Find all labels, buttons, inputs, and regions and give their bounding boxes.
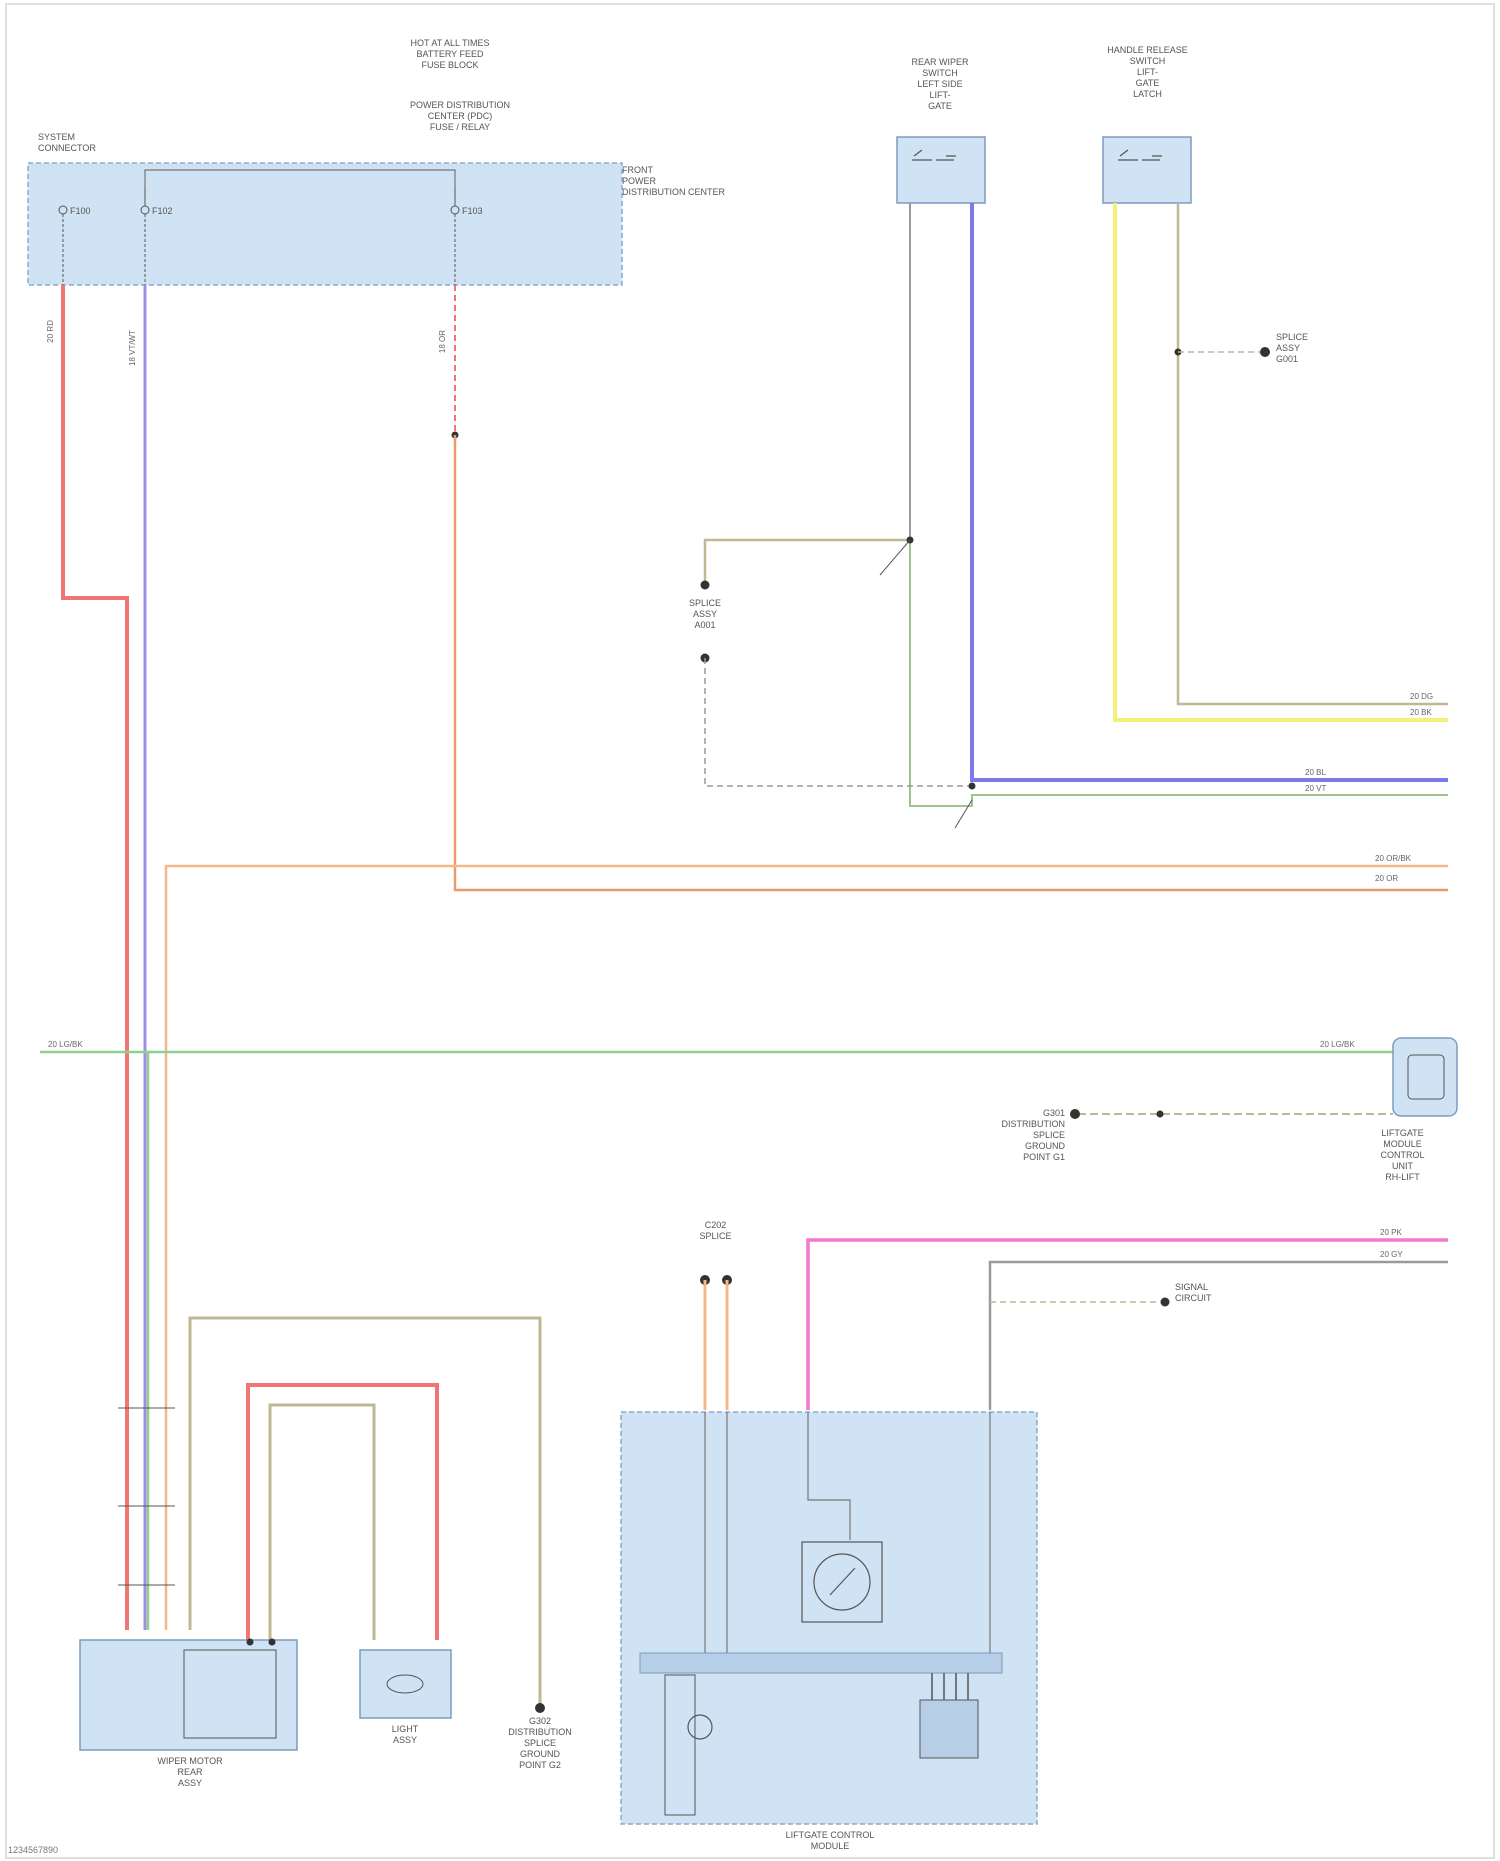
right-module-label: LIFTGATE MODULE CONTROL UNIT RH-LIFT — [1340, 1128, 1465, 1183]
module-bus-bar — [640, 1653, 1002, 1673]
fuse-block-box — [28, 163, 622, 285]
wire-label: 20 LG/BK — [48, 1040, 83, 1049]
wiper-motor-box — [80, 1640, 297, 1750]
wire-olive-branch — [705, 540, 910, 585]
ground-right-label: SPLICE ASSY G001 — [1276, 332, 1308, 365]
wire-label: 20 PK — [1380, 1228, 1402, 1237]
right-module-box — [1393, 1038, 1457, 1116]
wire-pink — [808, 1240, 1448, 1410]
switch-top-right-label: HANDLE RELEASE SWITCH LIFT- GATE LATCH — [1085, 45, 1210, 100]
light-label: LIGHT ASSY — [365, 1724, 445, 1746]
bottom-splice-label: C202 SPLICE — [688, 1220, 743, 1242]
wire-label: 20 OR — [1375, 874, 1398, 883]
ground-terminal — [1260, 347, 1270, 357]
wire-label: 20 BK — [1410, 708, 1432, 717]
wire-gray-b — [990, 1262, 1448, 1410]
signal-label: SIGNAL CIRCUIT — [1175, 1282, 1212, 1304]
liftgate-control-module-label: LIFTGATE CONTROL MODULE — [740, 1830, 920, 1852]
fuse-label: F100 — [70, 206, 91, 217]
wire-label: 20 DG — [1410, 692, 1433, 701]
fuse-block-title: HOT AT ALL TIMES BATTERY FEED FUSE BLOCK — [370, 38, 530, 71]
wire-label: 20 GY — [1380, 1250, 1403, 1259]
fuse-label: F103 — [462, 206, 483, 217]
wire-olive-right — [1178, 203, 1448, 704]
wiper-motor-label: WIPER MOTOR REAR ASSY — [130, 1756, 250, 1789]
connector-block — [920, 1700, 978, 1758]
ground-terminal — [1070, 1109, 1080, 1119]
switch-top-mid-label: REAR WIPER SWITCH LEFT SIDE LIFT- GATE — [880, 57, 1000, 112]
wire-label: 20 RD — [46, 320, 55, 343]
wire-label: 18 OR — [438, 330, 447, 353]
switch-top-mid-box — [897, 137, 985, 203]
footer-id: 1234567890 — [8, 1845, 58, 1855]
fuse-block-left-label: SYSTEM CONNECTOR — [38, 132, 96, 154]
wire-label: 18 VT/WT — [128, 330, 137, 366]
liftgate-control-module-box — [621, 1412, 1037, 1824]
wire-olive-inner — [270, 1405, 374, 1640]
fuse-block-side-label: FRONT POWER DISTRIBUTION CENTER — [622, 165, 725, 198]
fuse-block-detail: POWER DISTRIBUTION CENTER (PDC) FUSE / R… — [360, 100, 560, 133]
switch-top-right-box — [1103, 137, 1191, 203]
wire-blue — [972, 203, 1448, 780]
wire-label: 20 BL — [1305, 768, 1326, 777]
ground-terminal — [535, 1703, 545, 1713]
signal-terminal — [1161, 1298, 1170, 1307]
right-ground-label: G301 DISTRIBUTION SPLICE GROUND POINT G1 — [940, 1108, 1065, 1163]
callout-line — [955, 800, 972, 828]
wire-yellow — [1115, 203, 1448, 720]
wire-label: 20 VT — [1305, 784, 1326, 793]
splice-mid-label: SPLICE ASSY A001 — [675, 598, 735, 631]
callout-line — [880, 540, 910, 575]
fuse-label: F102 — [152, 206, 173, 217]
light-box — [360, 1650, 451, 1718]
wire-label: 20 LG/BK — [1320, 1040, 1355, 1049]
bottom-ground-label: G302 DISTRIBUTION SPLICE GROUND POINT G2 — [475, 1716, 605, 1771]
wire-red-loop — [248, 1385, 437, 1640]
wire-dashed-gray — [705, 658, 970, 786]
splice-terminal — [701, 581, 710, 590]
wire-orange-dark — [455, 435, 1448, 890]
wire-red — [63, 285, 127, 1630]
wire-label: 20 OR/BK — [1375, 854, 1411, 863]
